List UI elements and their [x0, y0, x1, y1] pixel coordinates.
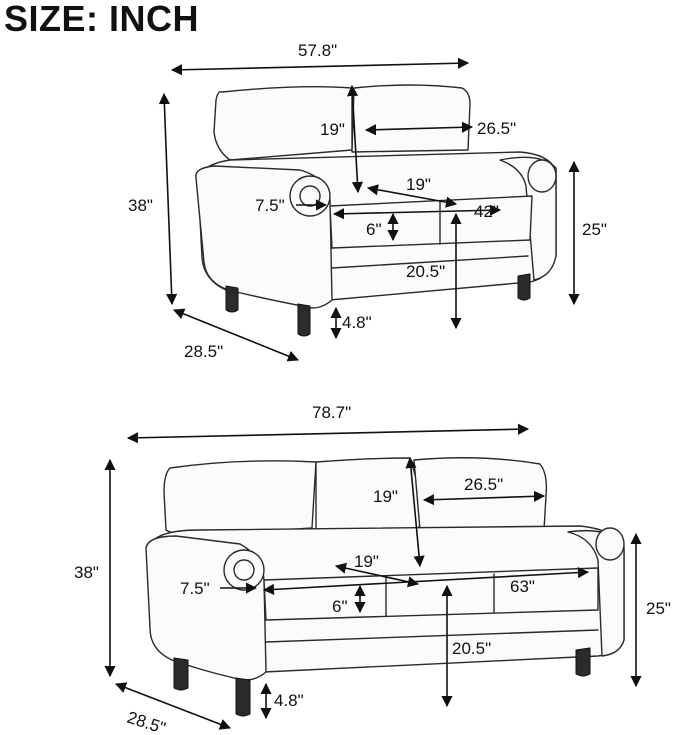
loveseat-arm-height-label: 25": [582, 220, 607, 239]
sofa-back-cushion-left: [163, 460, 317, 537]
loveseat-leg-front-left: [297, 303, 311, 337]
page-title: SIZE: INCH: [4, 0, 200, 39]
sofa-overall-height-label: 38": [74, 563, 99, 582]
loveseat-overall-depth-label: 28.5": [184, 342, 223, 361]
sofa-overall-width-label: 78.7": [312, 403, 351, 422]
sofa-seat-depth-label: 19": [354, 552, 379, 571]
loveseat-seat-width-label: 42": [474, 202, 499, 221]
loveseat-illustration: [195, 84, 557, 337]
sofa-leg-front-left: [235, 677, 251, 717]
loveseat-leg-height-label: 4.8": [342, 313, 372, 332]
loveseat-dimensions: [158, 57, 580, 362]
loveseat-back-cushion-left: [213, 85, 353, 161]
loveseat-back-height-label: 19": [320, 120, 345, 139]
sofa-leg-height-label: 4.8": [274, 691, 304, 710]
loveseat-overall-width-label: 57.8": [298, 41, 337, 60]
sofa-cushion-thickness-label: 6": [332, 597, 348, 616]
loveseat-leg-back-left: [225, 285, 239, 313]
loveseat-back-cushion-right: [351, 84, 471, 153]
loveseat-cushion-thickness-label: 6": [366, 220, 382, 239]
loveseat-leg-front-right: [517, 273, 531, 301]
sofa-leg-back-left: [173, 657, 189, 691]
loveseat-arm-width-label: 7.5": [255, 196, 285, 215]
sofa-seat-width-label: 63": [510, 577, 535, 596]
sofa-leg-front-right: [575, 647, 591, 677]
loveseat-left-arm-scroll: [289, 175, 331, 217]
sofa-dimensions: [104, 423, 642, 730]
sofa-left-arm-scroll: [223, 549, 265, 591]
sofa-back-height-label: 19": [373, 487, 398, 506]
sofa-overall-depth-label: 28.5": [125, 708, 168, 735]
loveseat-seat-height-label: 20.5": [406, 262, 445, 281]
sofa-seat-height-label: 20.5": [452, 639, 491, 658]
loveseat-back-width-label: 26.5": [477, 119, 516, 138]
loveseat-seat-depth-label: 19": [406, 175, 431, 194]
loveseat-seat-cushion: [329, 195, 533, 249]
loveseat-overall-height-label: 38": [128, 196, 153, 215]
sofa-arm-width-label: 7.5": [180, 579, 210, 598]
sofa-arm-height-label: 25": [646, 599, 671, 618]
sofa-back-width-label: 26.5": [464, 475, 503, 494]
